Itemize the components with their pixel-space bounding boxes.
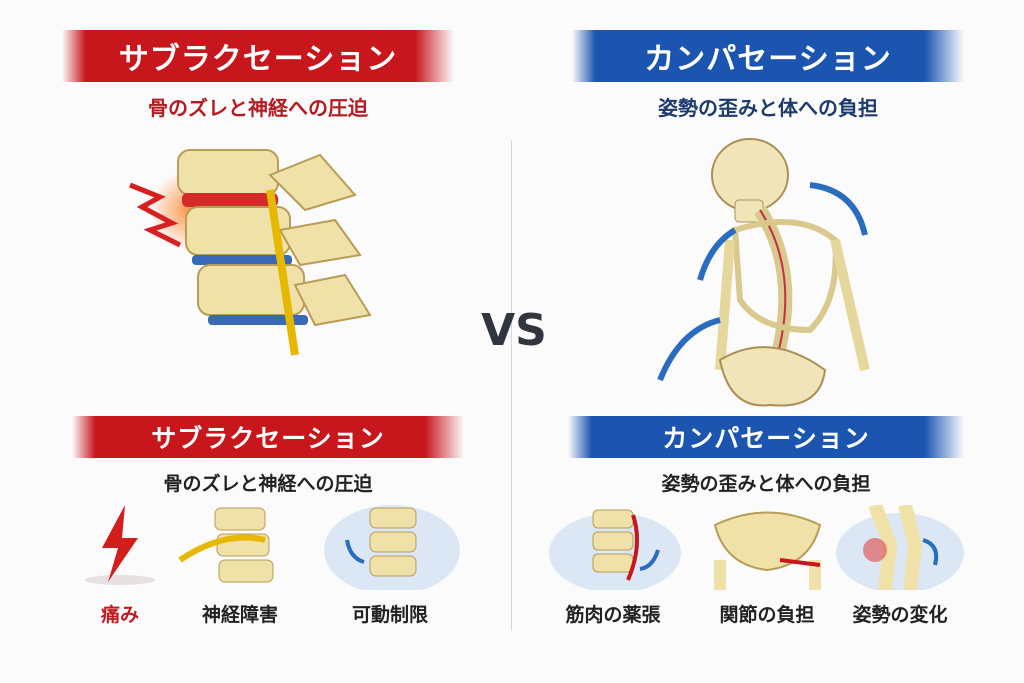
center-divider: [511, 140, 512, 630]
lightning-pain-icon: [85, 505, 155, 585]
vs-label: VS: [481, 305, 547, 356]
nerve-spine-icon: [178, 507, 274, 583]
pain-lightning-icon: [129, 182, 182, 248]
left-title-banner: サブラクセーション: [62, 30, 454, 82]
item-label-joint: 関節の負担: [719, 604, 815, 626]
item-label-nerve: 神経障害: [201, 604, 278, 626]
item-label-mobility: 可動制限: [351, 604, 428, 626]
left-bottom-title: サブラクセーション: [151, 424, 385, 453]
compensated-skeleton-illustration: [657, 138, 870, 407]
right-bottom-subtitle: 姿勢の歪みと体への負担: [661, 473, 871, 495]
right-title: カンパセーション: [644, 42, 892, 77]
posture-arrow-icon: [809, 182, 868, 236]
subluxated-spine-illustration: [129, 149, 372, 356]
right-bottom-banner: カンパセーション: [568, 416, 964, 458]
item-label-posture: 姿勢の変化: [852, 604, 948, 626]
pelvis-joint-icon: [713, 511, 822, 590]
left-title: サブラクセーション: [118, 42, 398, 77]
knee-joint-icon: [836, 505, 964, 590]
left-subtitle: 骨のズレと神経への圧迫: [148, 96, 368, 120]
left-bottom-banner: サブラクセーション: [72, 416, 464, 458]
right-bottom-title: カンパセーション: [662, 424, 870, 453]
left-bottom-subtitle: 骨のズレと神経への圧迫: [163, 473, 373, 495]
muscle-spine-icon: [549, 509, 681, 590]
restricted-spine-icon: [324, 505, 460, 590]
item-label-pain: 痛み: [100, 604, 139, 626]
item-label-muscle: 筋肉の薬張: [565, 604, 661, 626]
right-subtitle: 姿勢の歪みと体への負担: [658, 96, 878, 120]
right-title-banner: カンパセーション: [572, 30, 964, 82]
